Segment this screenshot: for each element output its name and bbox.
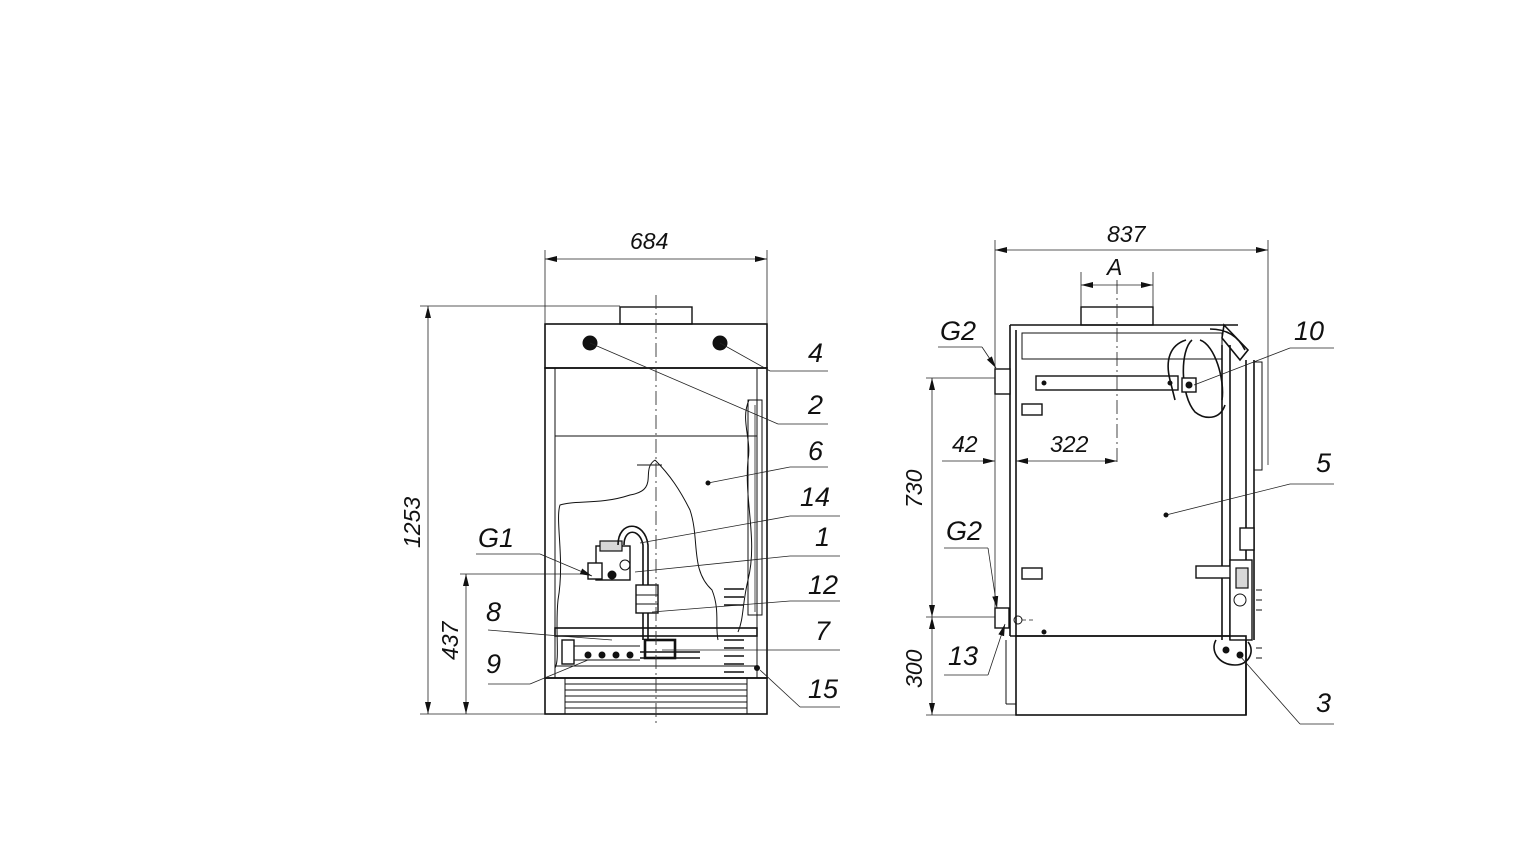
label-5: 5 [1316, 448, 1332, 478]
label-6: 6 [808, 436, 824, 466]
label-3: 3 [1316, 688, 1331, 718]
front-width-dim: 684 [630, 228, 668, 254]
label-13: 13 [948, 641, 978, 671]
front-view: 684 1253 437 G1 4 2 6 14 [399, 228, 840, 726]
label-12: 12 [808, 570, 838, 600]
side-offset-dim: 42 [952, 431, 978, 457]
label-2: 2 [807, 390, 823, 420]
label-g2-top: G2 [940, 316, 976, 346]
label-8: 8 [486, 597, 501, 627]
label-9: 9 [486, 649, 501, 679]
side-view: 837 A 42 322 730 300 G2 G2 13 10 [901, 221, 1334, 725]
front-callouts [487, 342, 840, 708]
front-g1-height-dim: 437 [437, 620, 463, 660]
label-10: 10 [1294, 316, 1324, 346]
label-15: 15 [808, 674, 839, 704]
label-g1: G1 [478, 523, 514, 553]
side-flue-offset-dim: 322 [1050, 431, 1089, 457]
side-g2-upper-dim: 730 [901, 469, 927, 508]
side-flue-dim: A [1105, 254, 1122, 280]
side-depth-dim: 837 [1107, 221, 1147, 247]
label-4: 4 [808, 338, 823, 368]
front-louvres [724, 588, 744, 673]
label-7: 7 [815, 616, 831, 646]
label-1: 1 [815, 522, 830, 552]
label-14: 14 [800, 482, 830, 512]
front-height-dim: 1253 [399, 497, 425, 548]
side-g2-lower-dim: 300 [901, 649, 927, 688]
label-g2-bottom: G2 [946, 516, 982, 546]
